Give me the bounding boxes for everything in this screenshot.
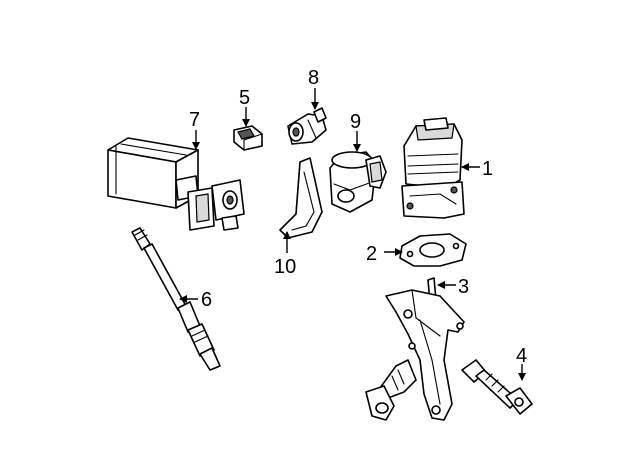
- callout-2-label: 2: [366, 243, 377, 265]
- callout-7: 7: [189, 109, 200, 150]
- egr-valve-part: [401, 117, 465, 219]
- oxygen-sensor-part: [131, 227, 221, 371]
- callout-1-label: 1: [482, 158, 493, 180]
- callout-3-label: 3: [458, 276, 469, 298]
- callout-5: 5: [239, 87, 250, 127]
- connector-part: [233, 125, 263, 151]
- callout-1: 1: [461, 158, 493, 180]
- bolt-part: [461, 359, 533, 415]
- callout-4-label: 4: [516, 345, 527, 367]
- solenoid-part: [287, 107, 327, 145]
- callout-8: 8: [308, 67, 319, 110]
- egr-pipe-bracket-part: [365, 277, 465, 421]
- callout-9: 9: [350, 111, 361, 152]
- callout-9-label: 9: [350, 111, 361, 133]
- callout-7-label: 7: [189, 109, 200, 131]
- gasket-part: [399, 233, 467, 267]
- callout-4: 4: [516, 345, 527, 381]
- callout-6-label: 6: [201, 289, 212, 311]
- callout-5-label: 5: [239, 87, 250, 109]
- mounting-bracket-part: [279, 157, 323, 239]
- callout-10: 10: [274, 231, 296, 278]
- callout-10-label: 10: [274, 256, 296, 278]
- air-pump-part: [329, 151, 387, 213]
- callout-8-label: 8: [308, 67, 319, 89]
- callout-3: 3: [437, 276, 469, 298]
- callout-6: 6: [179, 289, 212, 311]
- callout-2: 2: [366, 243, 403, 265]
- vapor-canister-part: [107, 137, 245, 231]
